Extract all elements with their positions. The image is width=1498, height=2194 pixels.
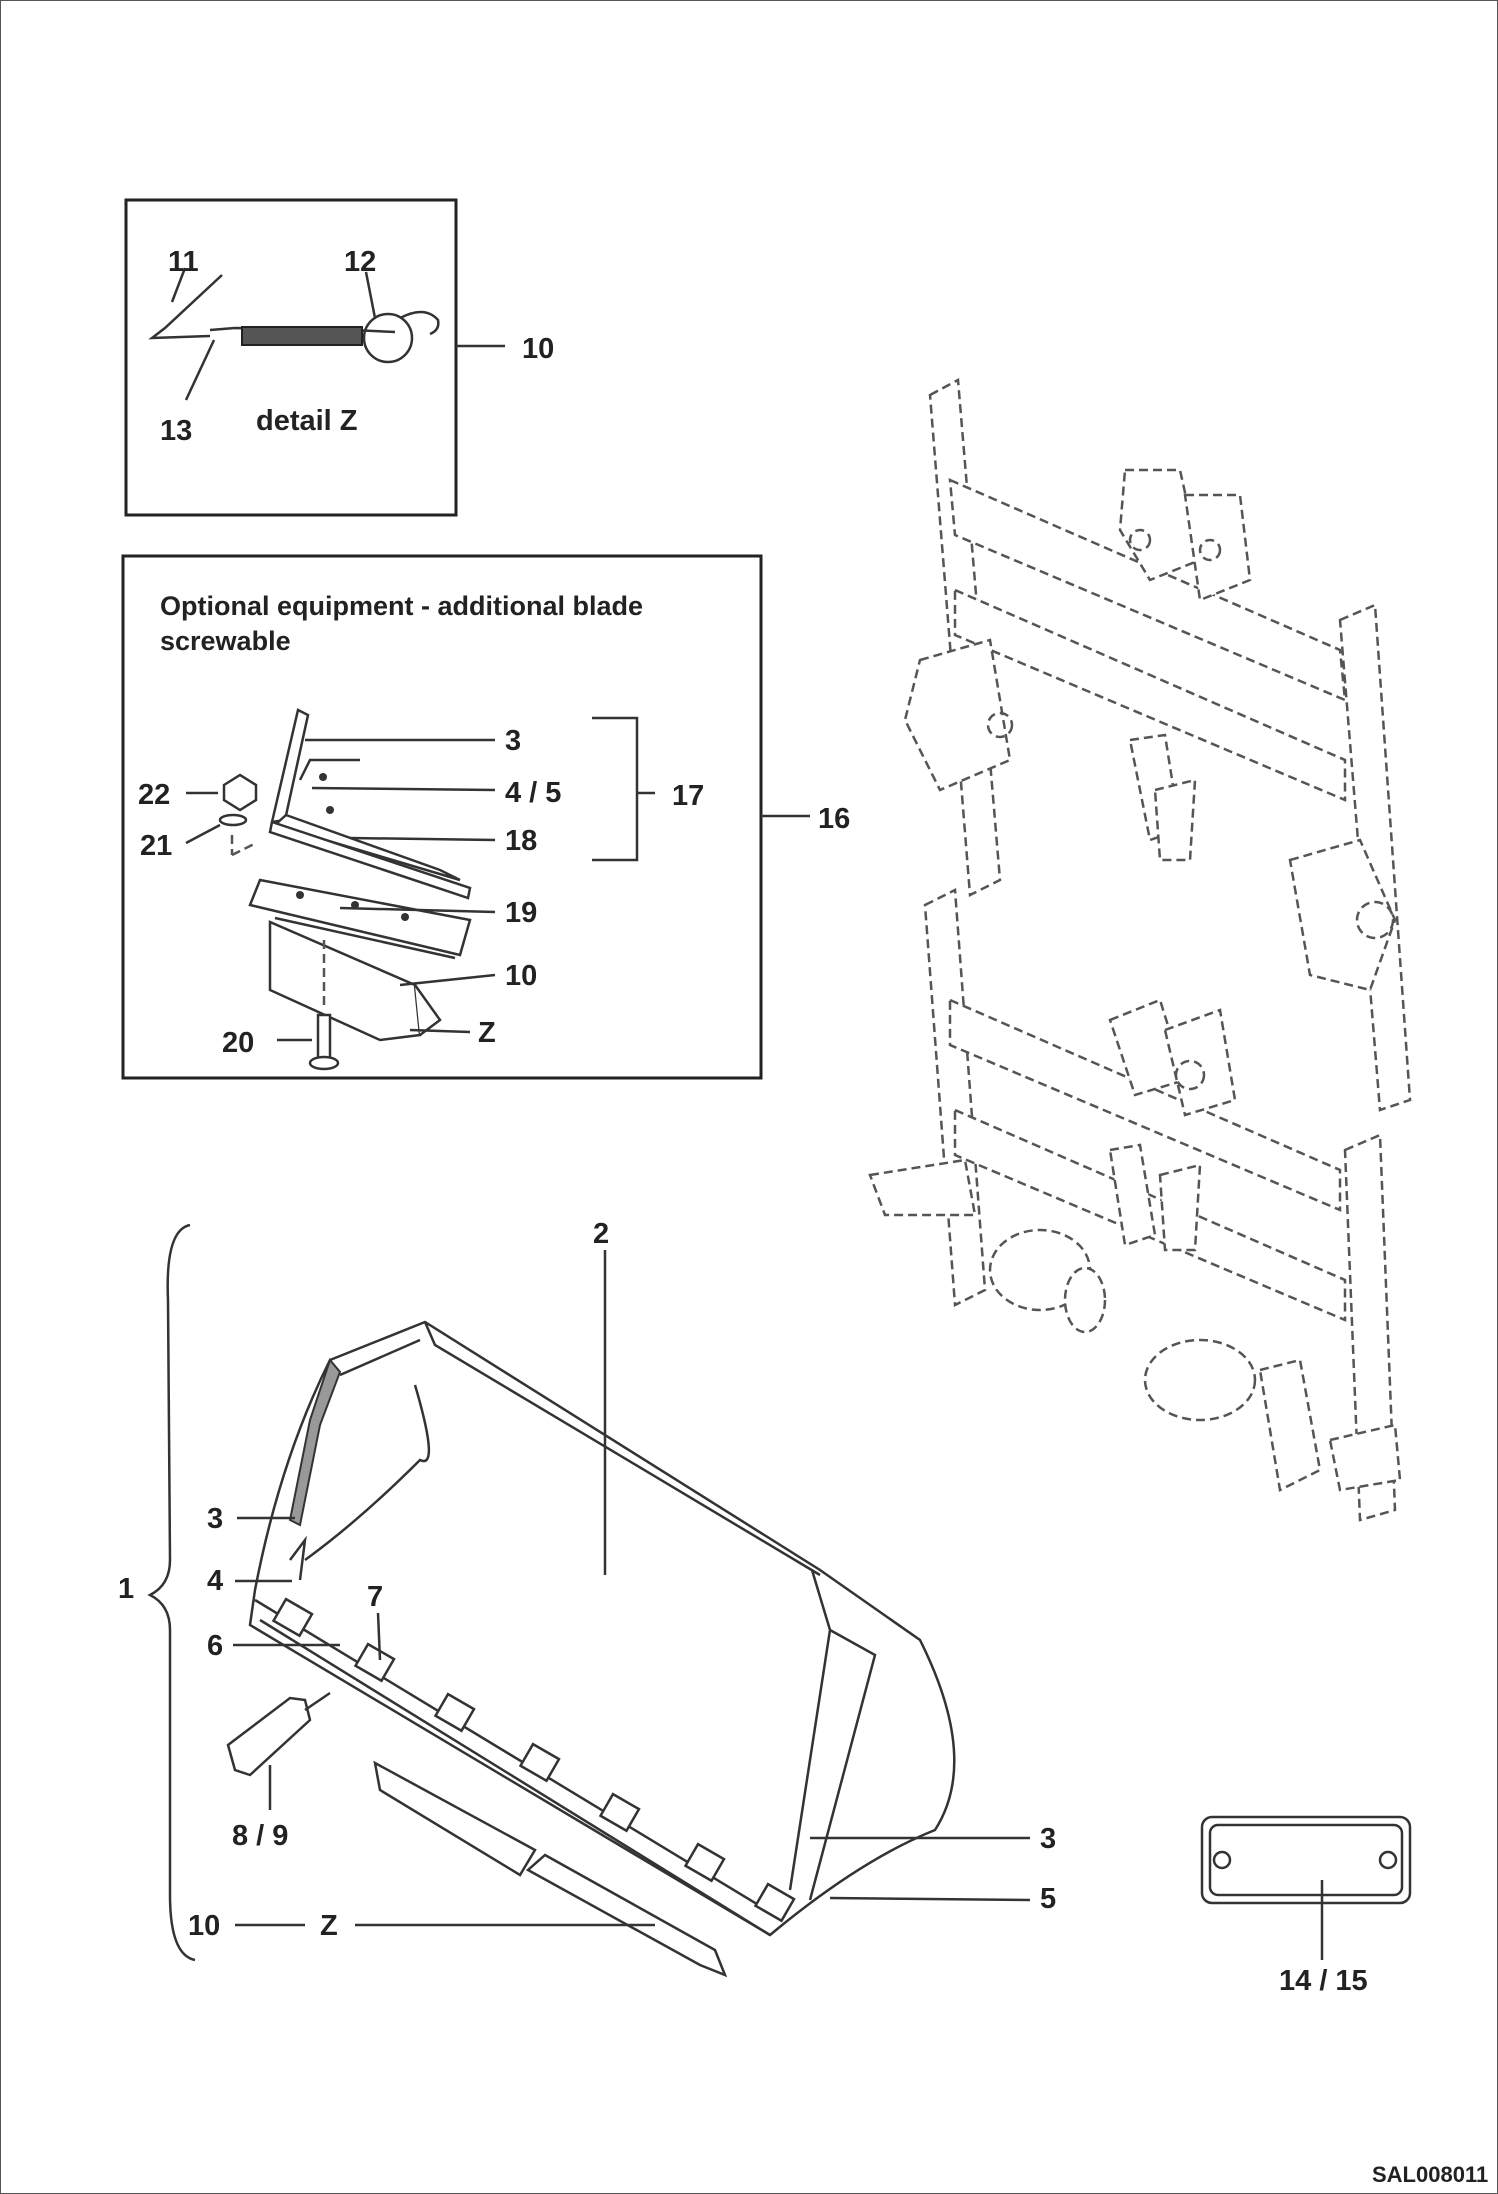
detail-caption: detail Z (256, 405, 358, 437)
assembly-brace (147, 1223, 196, 1962)
bucket-shell-part (248, 1320, 956, 1937)
wear-blade-right-part (525, 1853, 728, 1978)
upper-blade-part (268, 820, 472, 900)
wear-blade-left-part (373, 1760, 537, 1877)
side-plate-part (270, 708, 310, 824)
callout-z-bucket: Z (320, 1910, 338, 1942)
optional-title-1: Optional equipment - additional blade (160, 591, 643, 621)
callout-11: 11 (168, 246, 199, 278)
screwable-blade-part (248, 878, 472, 957)
detail-z-frame (124, 198, 458, 517)
callout-10-blade: 10 (505, 960, 537, 992)
callout-12: 12 (344, 246, 376, 278)
callout-8-9: 8 / 9 (232, 1820, 288, 1852)
callout-10: 10 (522, 333, 554, 365)
hook-spring-part (241, 326, 363, 346)
callout-3: 3 (505, 725, 521, 757)
quick-coupler-upper (903, 377, 1412, 1112)
detail-z-box: 11 12 13 10 detail Z (124, 198, 554, 517)
quick-coupler-lower (868, 888, 1402, 1522)
optional-title-2: screwable (160, 626, 291, 656)
callout-z: Z (478, 1017, 496, 1049)
callout-13: 13 (160, 415, 192, 447)
optional-equipment-box: Optional equipment - additional blade sc… (121, 554, 850, 1080)
tooth-holders (271, 1597, 796, 1923)
callout-7: 7 (367, 1581, 383, 1613)
callout-4: 4 (207, 1565, 223, 1597)
drawing-code: SAL008011 (1372, 2162, 1488, 2187)
nameplate: 14 / 15 (1200, 1815, 1412, 1997)
callout-3-right: 3 (1040, 1823, 1056, 1855)
washer-part (218, 813, 248, 827)
callout-20: 20 (222, 1027, 254, 1059)
callout-3-left: 3 (207, 1503, 223, 1535)
hook-ring-part (362, 312, 414, 364)
nameplate-part (1200, 1815, 1412, 1905)
nut-part (222, 773, 258, 812)
callout-4-5: 4 / 5 (505, 777, 561, 809)
callout-6: 6 (207, 1630, 223, 1662)
bolt-part (316, 1013, 332, 1062)
bucket-assembly: 1 2 3 3 4 5 6 7 8 / 9 10 Z (118, 1218, 1056, 1978)
callout-17: 17 (672, 780, 704, 812)
callout-16: 16 (818, 803, 850, 835)
tooth-part (226, 1696, 312, 1777)
callout-14-15: 14 / 15 (1279, 1965, 1368, 1997)
callout-2: 2 (593, 1218, 609, 1250)
callout-1: 1 (118, 1573, 134, 1605)
callout-22: 22 (138, 779, 170, 811)
callout-10-bucket: 10 (188, 1910, 220, 1942)
callout-19: 19 (505, 897, 537, 929)
wear-strip-part (268, 920, 422, 1042)
callout-18: 18 (505, 825, 537, 857)
callout-21: 21 (140, 830, 172, 862)
callout-5: 5 (1040, 1883, 1056, 1915)
hook-wire-part (148, 274, 223, 340)
